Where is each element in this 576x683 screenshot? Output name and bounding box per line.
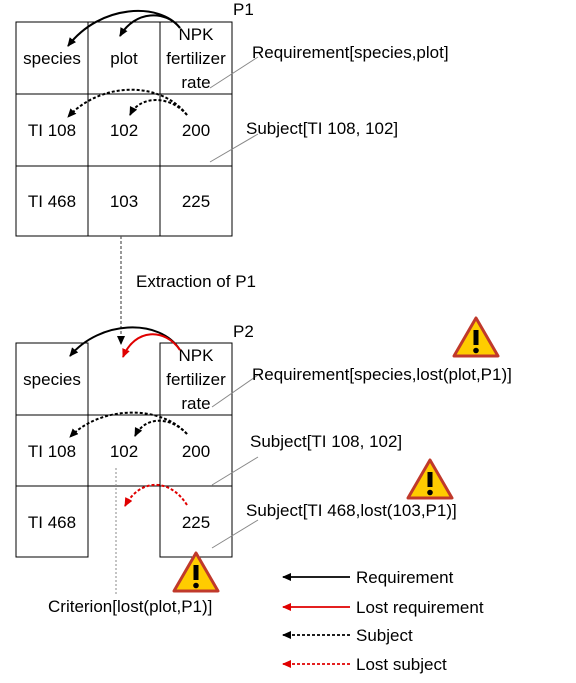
warning-icon — [172, 551, 220, 593]
legend-requirement-label: Requirement — [356, 568, 454, 587]
legend-lost-requirement-label: Lost requirement — [356, 598, 484, 617]
cell-species: TI 468 — [28, 513, 76, 532]
cell-npk: 200 — [182, 121, 210, 140]
header-species: species — [23, 49, 81, 68]
cell-plot: 102 — [110, 121, 138, 140]
subject-arrow — [134, 419, 188, 437]
table-p2-name: P2 — [233, 322, 254, 341]
lost-subject-arrow — [124, 483, 188, 507]
header-rate: rate — [181, 394, 210, 413]
header-fertilizer: fertilizer — [166, 49, 226, 68]
annotation-subject2-p2: Subject[TI 468,lost(103,P1)] — [246, 501, 457, 520]
annotation-connector — [209, 133, 259, 163]
cell-plot: 103 — [110, 192, 138, 211]
cell-species: TI 468 — [28, 192, 76, 211]
lost-requirement-arrow — [122, 333, 181, 358]
requirement-arrow — [119, 14, 181, 37]
header-rate: rate — [181, 73, 210, 92]
cell-npk: 225 — [182, 513, 210, 532]
subject-arrow — [129, 99, 188, 116]
annotation-connector — [211, 374, 259, 408]
cell-species: TI 108 — [28, 121, 76, 140]
annotation-requirement-p1: Requirement[species,plot] — [252, 43, 449, 62]
warning-icon — [406, 458, 454, 500]
legend-lost-subject-label: Lost subject — [356, 655, 447, 674]
annotation-connector — [209, 56, 259, 89]
annotation-criterion: Criterion[lost(plot,P1)] — [48, 597, 212, 616]
annotation-subject-p1: Subject[TI 108, 102] — [246, 119, 398, 138]
header-plot: plot — [110, 49, 138, 68]
header-fertilizer: fertilizer — [166, 370, 226, 389]
legend-subject-label: Subject — [356, 626, 413, 645]
cell-npk: 225 — [182, 192, 210, 211]
table-p1-name: P1 — [233, 0, 254, 19]
cell-species: TI 108 — [28, 442, 76, 461]
warning-icon — [452, 316, 500, 358]
table-p1 — [15, 21, 233, 237]
annotation-connector — [211, 519, 259, 549]
annotation-requirement-p2: Requirement[species,lost(plot,P1)] — [252, 365, 512, 384]
header-npk: NPK — [179, 346, 215, 365]
legend: Requirement Lost requirement Subject Los… — [282, 568, 484, 674]
cell-plot: 102 — [110, 442, 138, 461]
header-npk: NPK — [179, 25, 215, 44]
header-species: species — [23, 370, 81, 389]
annotation-connector — [211, 456, 259, 486]
subject-arrow — [67, 88, 188, 118]
cell-npk: 200 — [182, 442, 210, 461]
extraction-label: Extraction of P1 — [136, 272, 256, 291]
annotation-subject1-p2: Subject[TI 108, 102] — [250, 432, 402, 451]
